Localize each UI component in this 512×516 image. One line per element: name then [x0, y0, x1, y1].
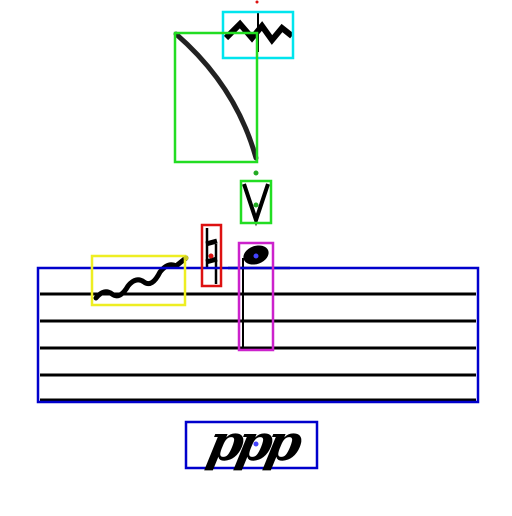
marker-dot	[183, 255, 189, 261]
marker-dot	[253, 202, 259, 208]
bbox-note	[237, 241, 275, 352]
bbox-staff	[36, 266, 480, 404]
annotation-markers	[183, 0, 259, 447]
annotation-boxes	[36, 10, 480, 470]
dynamic-ppp: ppp	[202, 413, 303, 472]
bbox-accent	[239, 179, 273, 225]
accidental-natural	[205, 228, 218, 284]
marker-dot	[253, 441, 259, 447]
staff-lines	[40, 266, 476, 402]
marker-dot	[253, 253, 259, 259]
bbox-slur	[173, 31, 259, 164]
bbox-accidental	[200, 223, 223, 288]
accent-marcato	[242, 183, 270, 227]
trill-wavy-line	[93, 255, 189, 301]
marker-dot	[208, 253, 214, 259]
marker-dot	[253, 170, 259, 176]
bbox-trill	[90, 254, 187, 307]
marker-dot	[255, 0, 259, 4]
slur	[173, 31, 259, 161]
bbox-dynamic	[184, 420, 319, 470]
